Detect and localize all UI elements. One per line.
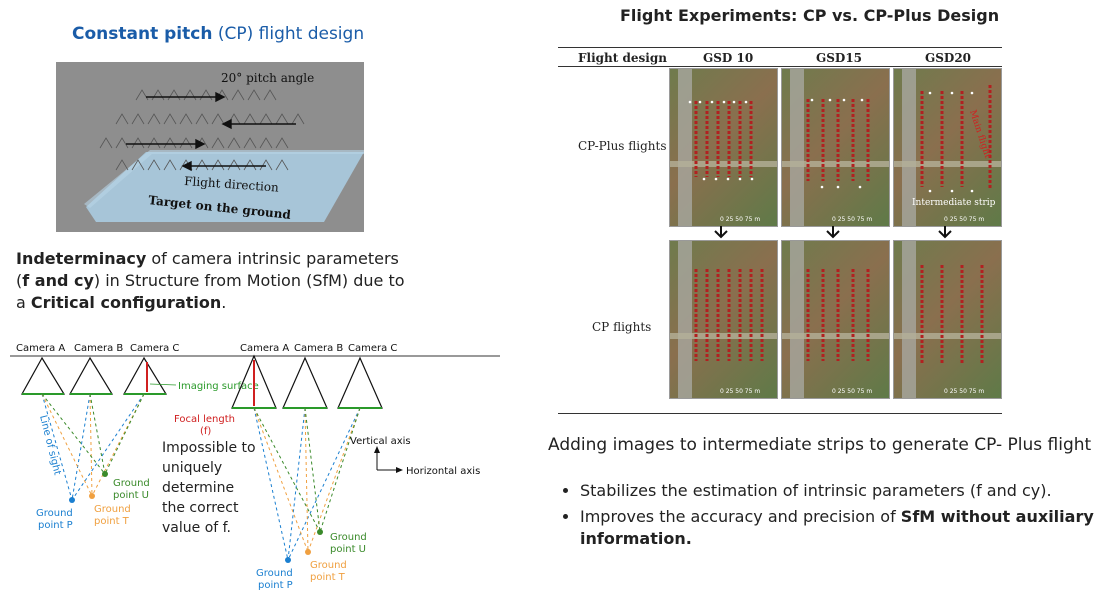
ground-p-label-1: Ground — [36, 508, 73, 519]
bullet-stabilizes: Stabilizes the estimation of intrinsic p… — [580, 480, 1103, 502]
horizontal-axis-label: Horizontal axis — [406, 466, 480, 477]
critical-configuration-diagram: Camera A Camera B Camera C Line of sight… — [10, 343, 500, 591]
benefits-list: Stabilizes the estimation of intrinsic p… — [562, 480, 1103, 554]
ground-point-p-right — [285, 557, 291, 563]
svg-text:0 25 50 75 m: 0 25 50 75 m — [944, 388, 984, 395]
ground-u-label-r1: Ground — [330, 532, 367, 543]
table-header-rule — [558, 66, 1002, 67]
ground-u-label-2: point U — [113, 490, 149, 501]
cp-flight-diagram: 20° pitch angle Flight direction Target … — [56, 62, 364, 232]
ground-u-label-1: Ground — [113, 478, 150, 489]
cp-gsd10-map: 0 25 50 75 m — [669, 240, 778, 399]
ground-u-label-r2: point U — [330, 544, 366, 555]
focal-length-label: Focal length — [174, 414, 235, 425]
ground-t-label-r2: point T — [310, 572, 346, 583]
camera-a-label: Camera A — [16, 343, 65, 354]
gsd20-header: GSD20 — [925, 51, 972, 65]
ground-point-u-right — [317, 529, 323, 535]
flight-experiments-title: Flight Experiments: CP vs. CP-Plus Desig… — [620, 6, 1000, 25]
ground-t-label-2: point T — [94, 516, 130, 527]
flight-direction-label: Flight direction — [184, 174, 280, 195]
vertical-axis-label: Vertical axis — [350, 436, 411, 447]
pitch-angle-label: 20° pitch angle — [221, 71, 314, 85]
gsd15-header: GSD15 — [816, 51, 863, 65]
cpplus-gsd20-map: Main flight Intermediate strip 0 25 50 7… — [893, 68, 1002, 227]
camera-c-label-2: Camera C — [348, 343, 397, 354]
focal-symbol-label: (f) — [200, 426, 211, 437]
svg-text:0 25 50 75 m: 0 25 50 75 m — [832, 216, 872, 223]
ground-p-label-r1: Ground — [256, 568, 293, 579]
cp-gsd20-map: 0 25 50 75 m — [893, 240, 1002, 399]
camera-b-label: Camera B — [74, 343, 123, 354]
table-bottom-rule — [558, 413, 1002, 414]
cpplus-caption: Adding images to intermediate strips to … — [548, 435, 1092, 455]
svg-text:0 25 50 75 m: 0 25 50 75 m — [832, 388, 872, 395]
camera-frustums — [99, 89, 305, 171]
cp-title: Constant pitch (CP) flight design — [72, 24, 365, 44]
cpplus-gsd10-map: 0 25 50 75 m — [669, 68, 778, 227]
down-arrows — [714, 226, 952, 239]
imaging-surface-label: Imaging surface — [178, 381, 259, 392]
cpplus-gsd15-map: 0 25 50 75 m — [781, 68, 890, 227]
svg-text:0 25 50 75 m: 0 25 50 75 m — [720, 388, 760, 395]
ground-point-t-left — [89, 493, 95, 499]
ground-p-label-r2: point P — [258, 580, 293, 591]
ground-point-t-right — [305, 549, 311, 555]
svg-text:0 25 50 75 m: 0 25 50 75 m — [944, 216, 984, 223]
intermediate-strip-label: Intermediate strip — [912, 198, 996, 208]
camera-a-label-2: Camera A — [240, 343, 289, 354]
ground-p-label-2: point P — [38, 520, 73, 531]
camera-b-label-2: Camera B — [294, 343, 343, 354]
svg-text:0 25 50 75 m: 0 25 50 75 m — [720, 216, 760, 223]
indeterminacy-paragraph: Indeterminacy of camera intrinsic parame… — [16, 249, 405, 312]
cp-gsd15-map: 0 25 50 75 m — [781, 240, 890, 399]
ground-point-u-left — [102, 471, 108, 477]
line-of-sight-label: Line of sight — [37, 414, 63, 476]
bullet-improves: Improves the accuracy and precision of S… — [580, 506, 1103, 550]
impossible-note: Impossible to uniquely determine the cor… — [162, 440, 256, 536]
camera-c-label: Camera C — [130, 343, 179, 354]
gsd10-header: GSD 10 — [703, 51, 754, 65]
ground-t-label-1: Ground — [94, 504, 131, 515]
ground-t-label-r1: Ground — [310, 560, 347, 571]
table-top-rule — [558, 47, 1002, 48]
cpplus-row-label: CP-Plus flights — [578, 139, 667, 153]
ground-point-p-left — [69, 497, 75, 503]
flight-design-header: Flight design — [578, 51, 667, 65]
cp-row-label: CP flights — [592, 320, 652, 334]
